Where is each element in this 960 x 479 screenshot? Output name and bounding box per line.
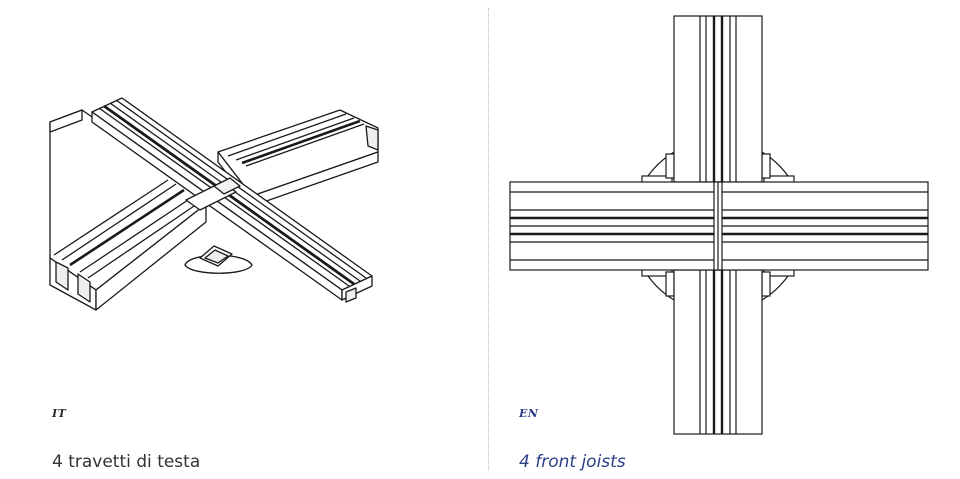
joist-vertical-top xyxy=(673,15,763,183)
panel-divider xyxy=(488,8,489,470)
top-view-joists-drawing xyxy=(509,15,929,435)
panel-italian: IT 4 travetti di testa xyxy=(49,97,379,472)
pedestal-tabs xyxy=(641,153,795,297)
pedestal-support xyxy=(184,245,253,274)
isometric-joists-drawing xyxy=(49,97,379,311)
language-code-it: IT xyxy=(52,407,67,420)
caption-english: 4 front joists xyxy=(519,452,626,472)
panel-english: EN 4 front joists xyxy=(489,0,960,479)
language-code-en: EN xyxy=(519,407,539,420)
joist-vertical-bottom xyxy=(673,269,763,435)
caption-italian: 4 travetti di testa xyxy=(52,452,201,472)
joint-plate xyxy=(185,177,241,211)
center-joint xyxy=(713,181,723,271)
joist-arm-front-left xyxy=(49,109,207,311)
